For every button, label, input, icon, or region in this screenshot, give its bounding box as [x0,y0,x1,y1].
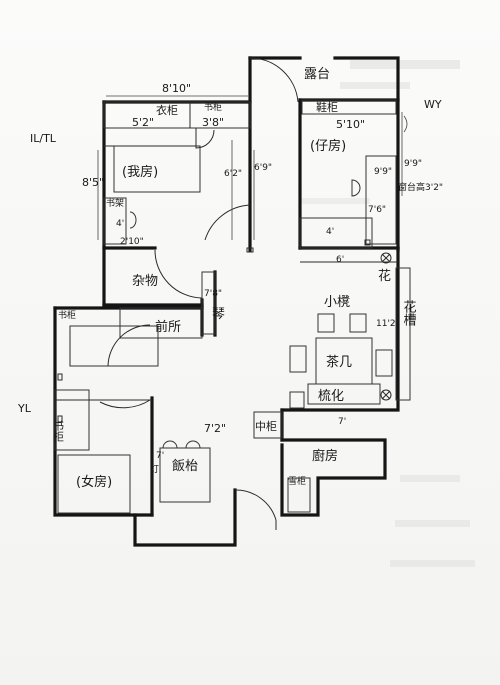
dim-bookcase: 3'8" [202,116,224,129]
margin-notes: IL/TL YL WY [17,98,442,415]
label-piano: 琴 [212,307,225,322]
label-balcony: 露台 [304,67,330,82]
dim-son-h: 9'9" [374,167,392,177]
dim-master-bottom: 2'10" [120,237,144,247]
dining-table [159,447,211,503]
shoe-cabinet [301,99,397,115]
furniture-outlines [54,57,411,530]
son-bed [299,217,373,249]
label-lobby: 前所 [155,319,181,335]
label-sofa: 梳化 [318,389,344,404]
dimension-lines [97,95,408,240]
bleed-through-marks [300,60,475,567]
note-right-top: WY [424,98,442,111]
label-study: 书柜 [52,420,65,443]
label-shoe-cabinet: 鞋柜 [316,100,338,114]
dining-door [234,489,277,521]
piano [201,271,216,335]
dim-son-bottom: 6' [336,255,344,265]
furniture-labels: 衣柜 书柜 鞋柜 书架 书柜 中柜 雪柜 灯 [58,100,338,487]
lobby-box [119,307,203,339]
sofa [307,383,381,405]
dim-wardrobe: 5'2" [132,116,154,129]
dimension-labels: 8'10" 5'2" 3'8" 8'5" 4' 2'10" 6'2" 6'9" … [82,82,443,461]
label-coffee-table: 茶几 [326,354,352,370]
dim-corridor: 6'2" [224,169,242,179]
light-markers [57,239,371,423]
label-kitchen: 廚房 [312,448,338,464]
label-living: 小櫈 [324,294,350,310]
label-fridge: 雪柜 [288,475,306,487]
wardrobe-outline [103,101,251,129]
label-dining: 飯枱 [172,459,198,474]
daughter-door [99,399,151,409]
note-left-top: IL/TL [30,132,57,145]
label-son-bedroom: (仔房) [310,138,346,154]
label-wardrobe: 衣柜 [156,103,178,117]
label-middle-cabinet: 中柜 [255,420,277,433]
label-flower: 花 [378,268,391,284]
dim-dining-bottom: 7' [156,451,164,461]
note-left-mid: YL [17,402,32,415]
label-desk: 书架 [106,198,124,209]
dim-living-h: 11'2" [376,319,400,329]
son-wardrobe [365,155,397,245]
dim-son-h2: 9'9" [404,159,422,169]
label-bookcase: 书柜 [204,101,222,113]
corridor-door [204,204,251,241]
daughter-bed [57,454,131,514]
label-light: 灯 [150,464,159,475]
label-daughter-room: (女房) [76,474,112,490]
store-door [154,249,203,299]
middle-cabinet-box [253,411,283,439]
study-bookcase [54,389,90,451]
dim-kitchen-w: 7' [338,417,346,427]
dim-window: 窗台高3'2" [398,181,443,193]
dim-store-h: 7'8" [204,289,222,299]
label-master-bedroom: (我房) [122,164,158,180]
dim-dining-w: 7'2" [204,422,226,435]
fridge-box [287,477,311,513]
master-desk [103,197,127,245]
dim-desk: 4' [116,219,124,229]
dim-son-inner: 7'6" [368,205,386,215]
planter-box [395,267,411,401]
lobby-door [107,324,151,367]
dim-master-h: 8'5" [82,176,104,189]
balcony-door [249,57,299,103]
dim-son-w: 5'10" [336,118,365,131]
dim-corridor2: 6'9" [254,163,272,173]
room-labels: 露台 (我房) (仔房) 杂物 前所 (女房) 飯枱 廚房 小櫈 茶几 梳化 琴… [52,67,417,490]
label-bookcase-small: 书柜 [58,309,76,321]
label-storeroom: 杂物 [132,274,158,289]
master-door [195,128,215,149]
dim-top-width: 8'10" [162,82,191,95]
label-planter: 花槽 [401,299,417,327]
fan-icons [380,252,392,401]
dim-son-bed: 4' [326,227,334,237]
